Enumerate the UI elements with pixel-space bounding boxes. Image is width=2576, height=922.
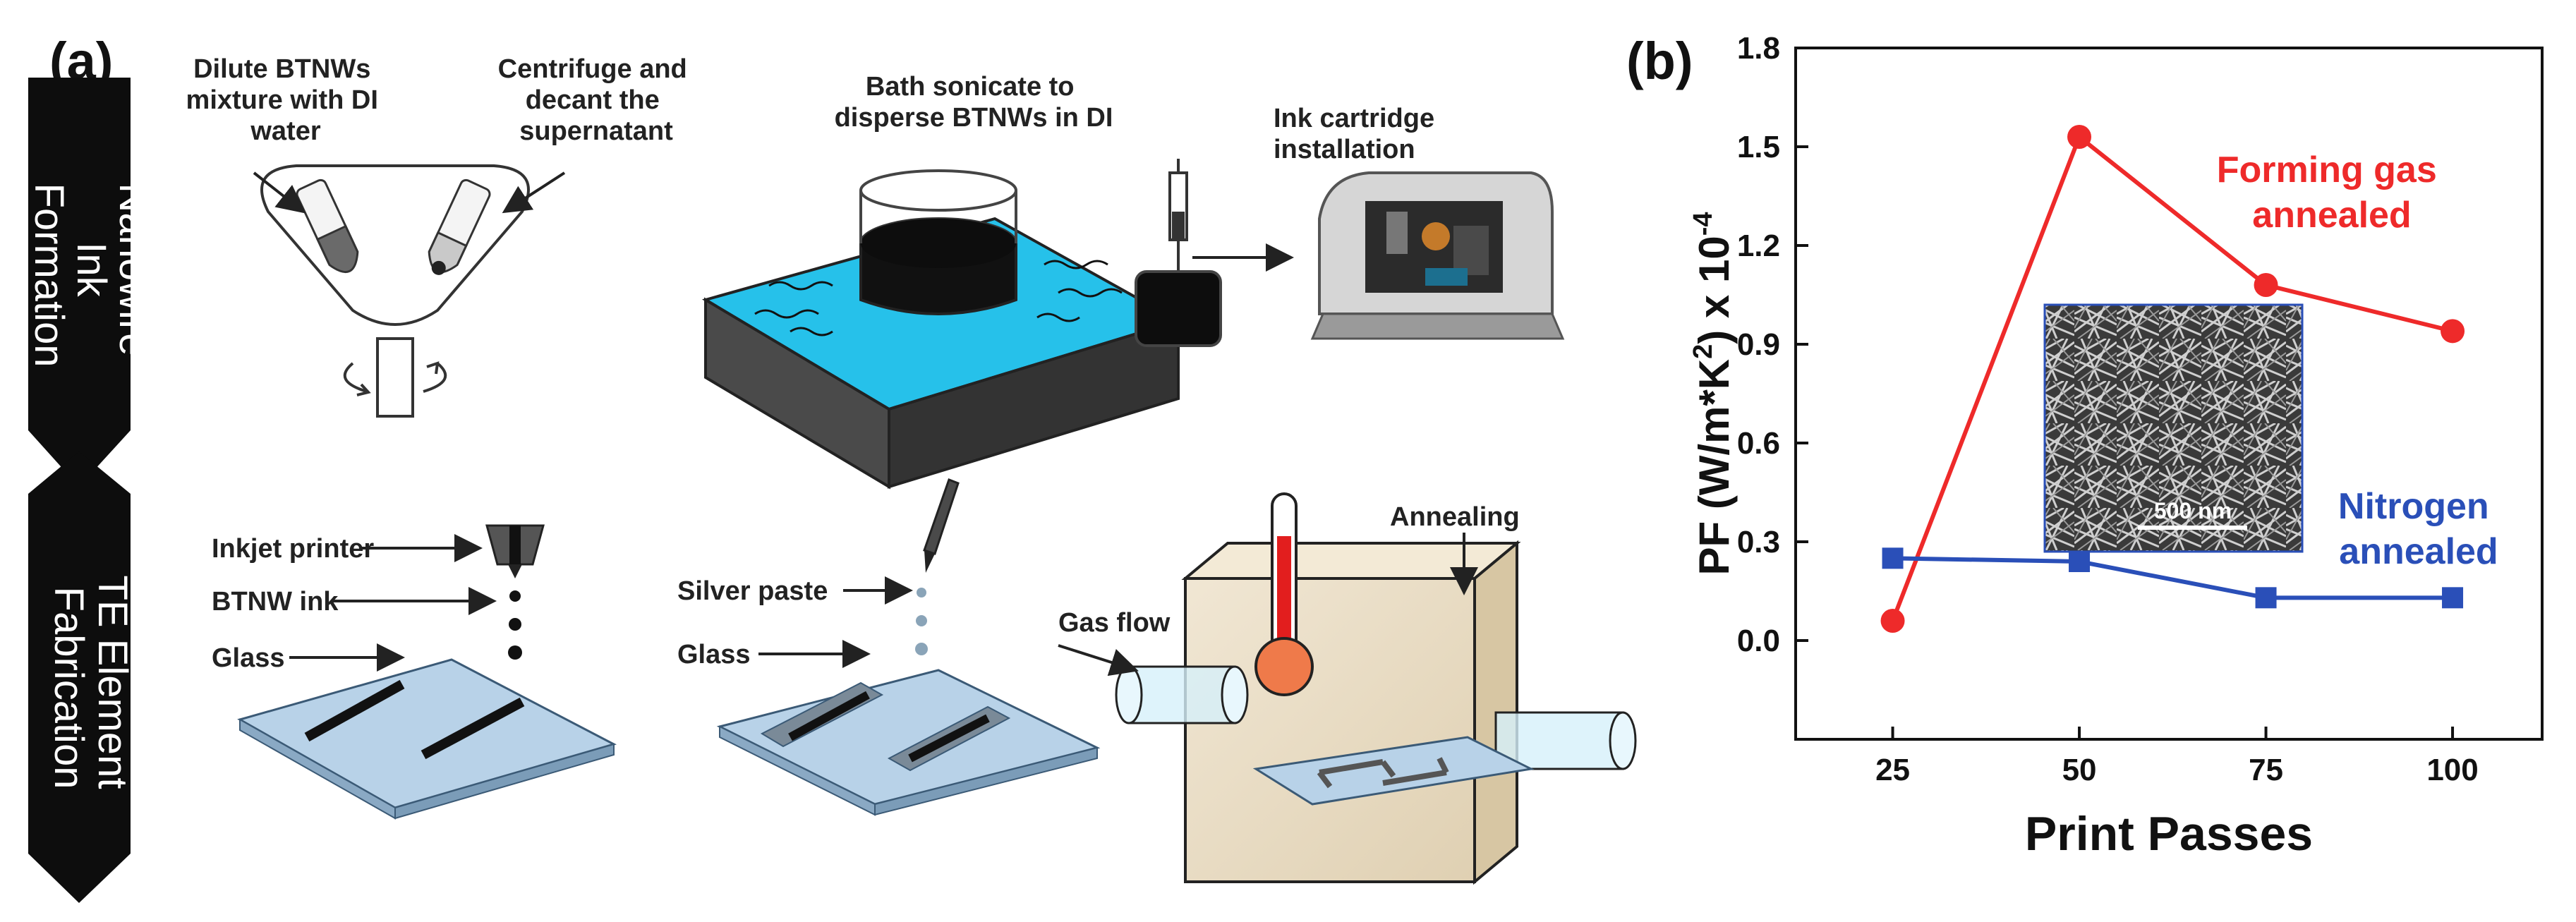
inkjet-printing-illustration	[237, 524, 617, 820]
series-layer	[1880, 125, 2465, 633]
silver-paste-label: Silver paste	[677, 576, 828, 606]
data-point-forming-gas	[2441, 319, 2465, 344]
series-label-forming-gas: Forming gas annealed	[2217, 150, 2447, 236]
series-line-forming-gas	[1890, 133, 2453, 622]
chart-plot-area: 0.0 0.3 0.6 0.9 1.2 1.5 1.8 25 50 75 100 500 nm F…	[1737, 31, 2544, 787]
x-axis-ticks: 25 50 75 100	[1875, 727, 2479, 787]
stage-title-ink-formation: Nanowire Ink Formation	[26, 183, 157, 367]
x-tick-label: 75	[2249, 753, 2283, 787]
silver-paste-illustration	[716, 478, 1101, 816]
series-line-nitrogen	[1892, 556, 2453, 600]
y-tick-label: 0.0	[1737, 624, 1780, 658]
data-point-nitrogen	[1882, 547, 1904, 569]
y-tick-label: 0.3	[1737, 525, 1780, 559]
x-axis-label: Print Passes	[2025, 807, 2313, 861]
x-tick-label: 50	[2062, 753, 2097, 787]
btnw-ink-label: BTNW ink	[212, 587, 339, 617]
centrifuge-illustration	[253, 164, 566, 418]
data-point-nitrogen	[2069, 551, 2091, 572]
series-label-nitrogen: Nitrogen annealed	[2338, 486, 2499, 572]
data-point-forming-gas	[1880, 609, 1905, 633]
ink-cartridge-illustration	[1135, 159, 1294, 347]
panel-a: (a) Nanowire Ink Formation TE Element Fa…	[26, 32, 1637, 903]
x-tick-label: 25	[1875, 753, 1910, 787]
sonicate-step-label: Bath sonicate to disperse BTNWs in DI	[835, 72, 1113, 133]
x-tick-label: 100	[2426, 753, 2478, 787]
panel-b: (b) 0.0 0.3 0.6 0.9 1.2 1.5 1.8 25 50 75 100 500 …	[1626, 31, 2544, 861]
inkjet-printer-device	[1310, 171, 1565, 340]
sonication-bath-illustration	[701, 169, 1183, 490]
panel-b-label: (b)	[1626, 32, 1693, 90]
annealing-chamber-illustration	[1115, 492, 1637, 885]
sem-scale-bar-label: 500 nm	[2154, 498, 2232, 523]
sem-inset-image: 500 nm	[2043, 303, 2304, 553]
data-point-nitrogen	[2442, 587, 2464, 609]
glass-label-1: Glass	[212, 643, 285, 673]
data-point-forming-gas	[2254, 273, 2278, 297]
data-point-nitrogen	[2255, 587, 2277, 609]
y-tick-label: 0.9	[1737, 327, 1780, 362]
glass-label-2: Glass	[677, 640, 751, 669]
data-point-forming-gas	[2067, 125, 2092, 149]
y-axis-label: PF (W/m*K2) x 10-4	[1688, 212, 1738, 575]
gas-flow-label: Gas flow	[1058, 608, 1171, 638]
inkjet-printer-label: Inkjet printer	[212, 534, 374, 564]
y-tick-label: 1.8	[1737, 31, 1780, 66]
y-tick-label: 1.2	[1737, 229, 1780, 263]
y-axis-ticks: 0.0 0.3 0.6 0.9 1.2 1.5 1.8	[1737, 31, 1808, 658]
stage-chevron-te-fabrication: TE Element Fabrication	[28, 451, 135, 903]
gas-flow-arrow	[1058, 644, 1139, 677]
stage-title-te-fabrication: TE Element Fabrication	[46, 575, 135, 800]
stage-chevron-ink-formation: Nanowire Ink Formation	[26, 78, 157, 487]
centrifuge-step-label: Centrifuge and decant the supernatant	[498, 54, 695, 146]
dilute-step-label: Dilute BTNWs mixture with DI water	[186, 54, 386, 146]
annealing-label: Annealing	[1390, 502, 1520, 532]
y-tick-label: 0.6	[1737, 426, 1780, 461]
plot-frame	[1794, 47, 2544, 741]
cartridge-step-label: Ink cartridge installation	[1274, 104, 1442, 164]
y-tick-label: 1.5	[1737, 130, 1780, 164]
